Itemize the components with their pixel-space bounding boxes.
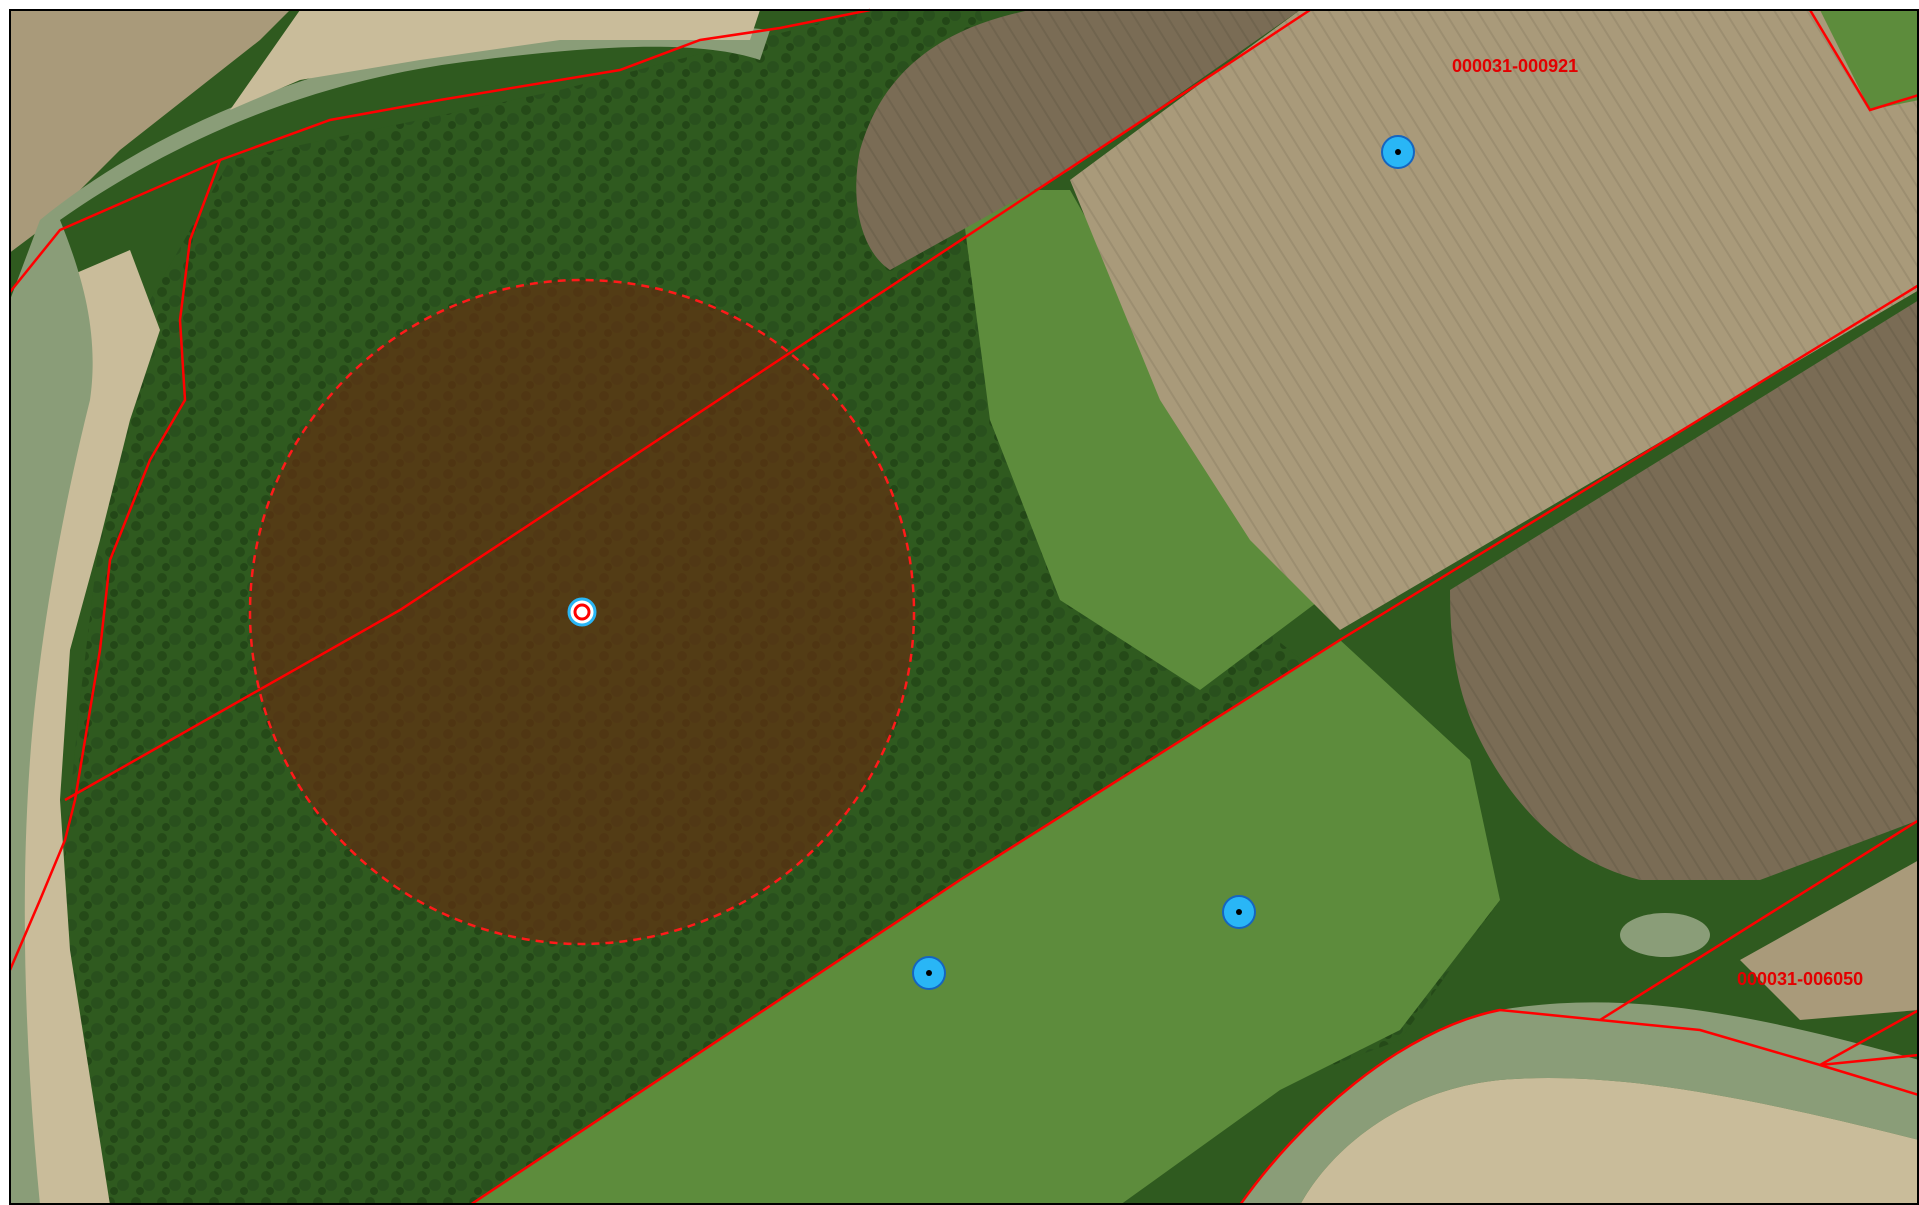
field-area [10,10,290,253]
selected-well-marker[interactable] [567,597,597,627]
pasture-area [470,640,1500,1205]
field-area [1740,860,1919,1020]
pond [1620,913,1710,957]
well-marker[interactable] [1381,135,1415,169]
well-marker[interactable] [912,956,946,990]
sandbar [230,10,760,110]
parcel-boundary[interactable] [64,8,1311,802]
marker-core [573,603,591,621]
map-frame-border [9,9,1919,1205]
parcel-boundary[interactable] [8,159,222,971]
marker-core [926,970,932,976]
pasture-area [960,190,1320,690]
parcel-boundary[interactable] [1819,1008,1919,1067]
parcel-boundaries[interactable] [8,8,1919,1205]
marker-core [1236,909,1242,915]
marker-core [1395,149,1401,155]
parcel-label: 000031-000921 [1452,56,1578,76]
parcel-boundary[interactable] [1819,1063,1919,1097]
parcel-boundary[interactable] [469,283,1919,1205]
field-area [1820,10,1919,110]
river [1240,1002,1919,1205]
parcel-boundary[interactable] [9,8,871,293]
parcel-boundary[interactable] [1599,818,1919,1022]
parcel-boundary[interactable] [1808,9,1919,112]
sandbar [1300,1078,1919,1205]
marker-ring [567,597,597,627]
well-marker[interactable] [1222,895,1256,929]
parcel-boundary[interactable] [1238,1008,1919,1205]
parcel-label: 000031-006050 [1737,969,1863,989]
